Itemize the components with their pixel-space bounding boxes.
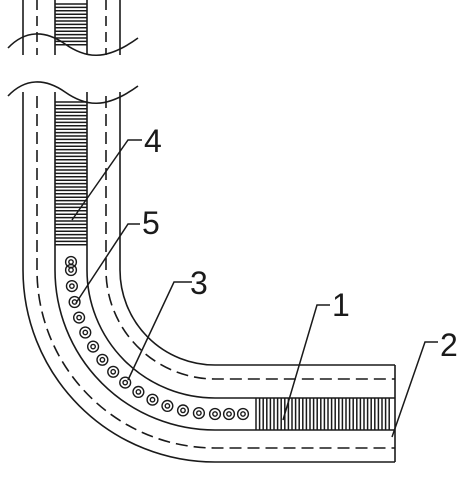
- label-3: 3: [190, 265, 208, 301]
- channel-inner-wall: [86, 92, 395, 399]
- ball-core: [69, 283, 75, 289]
- ball-core: [76, 314, 83, 321]
- inner-wall: [119, 92, 395, 366]
- leader-line-1: [282, 304, 330, 421]
- ball-core: [180, 407, 186, 414]
- ball-core: [68, 267, 74, 273]
- ball: [208, 407, 222, 421]
- channel-outer-wall: [54, 92, 395, 431]
- ball-core: [90, 343, 97, 350]
- tube-top-section: [22, 0, 121, 55]
- ball-core: [99, 356, 106, 363]
- leader-line-2: [391, 341, 438, 438]
- ball: [146, 393, 159, 406]
- ball: [72, 311, 86, 324]
- break-line-lower: [7, 81, 139, 105]
- ball-core: [68, 259, 74, 265]
- ball-core: [110, 368, 117, 375]
- ball-core: [240, 411, 246, 417]
- ball: [161, 399, 174, 413]
- ball: [192, 407, 206, 420]
- leader-line-3: [127, 281, 192, 381]
- ball-core: [135, 388, 142, 395]
- ball: [96, 353, 109, 366]
- ball: [236, 407, 250, 421]
- ball: [86, 340, 100, 353]
- ball: [79, 326, 92, 339]
- ball-core: [195, 410, 202, 416]
- label-4: 4: [144, 123, 162, 159]
- ball-core: [122, 379, 129, 386]
- outer-dashed-line: [36, 92, 395, 449]
- leader-line-4: [71, 139, 142, 221]
- ball: [68, 295, 81, 309]
- hatch-filler-horizontal: [255, 398, 390, 430]
- ball: [107, 365, 120, 378]
- label-2: 2: [440, 327, 458, 363]
- ball-core: [164, 402, 171, 409]
- hatch-filler-top: [55, 3, 87, 46]
- hatch-filler-vertical: [55, 101, 87, 246]
- ball: [176, 404, 190, 417]
- ball: [65, 280, 79, 293]
- ball: [64, 263, 78, 277]
- break-line-upper: [7, 33, 139, 57]
- ball-chain: [64, 255, 250, 421]
- ball-core: [82, 329, 89, 336]
- label-1: 1: [332, 287, 350, 323]
- inner-dashed-line: [105, 92, 395, 380]
- ball-core: [149, 396, 156, 403]
- ball: [119, 376, 132, 389]
- ball-core: [212, 411, 218, 417]
- ball: [132, 385, 145, 399]
- ball: [222, 407, 236, 421]
- outer-wall: [22, 92, 395, 463]
- label-5: 5: [142, 205, 160, 241]
- ball-core: [226, 411, 232, 417]
- leader-line-5: [75, 223, 140, 304]
